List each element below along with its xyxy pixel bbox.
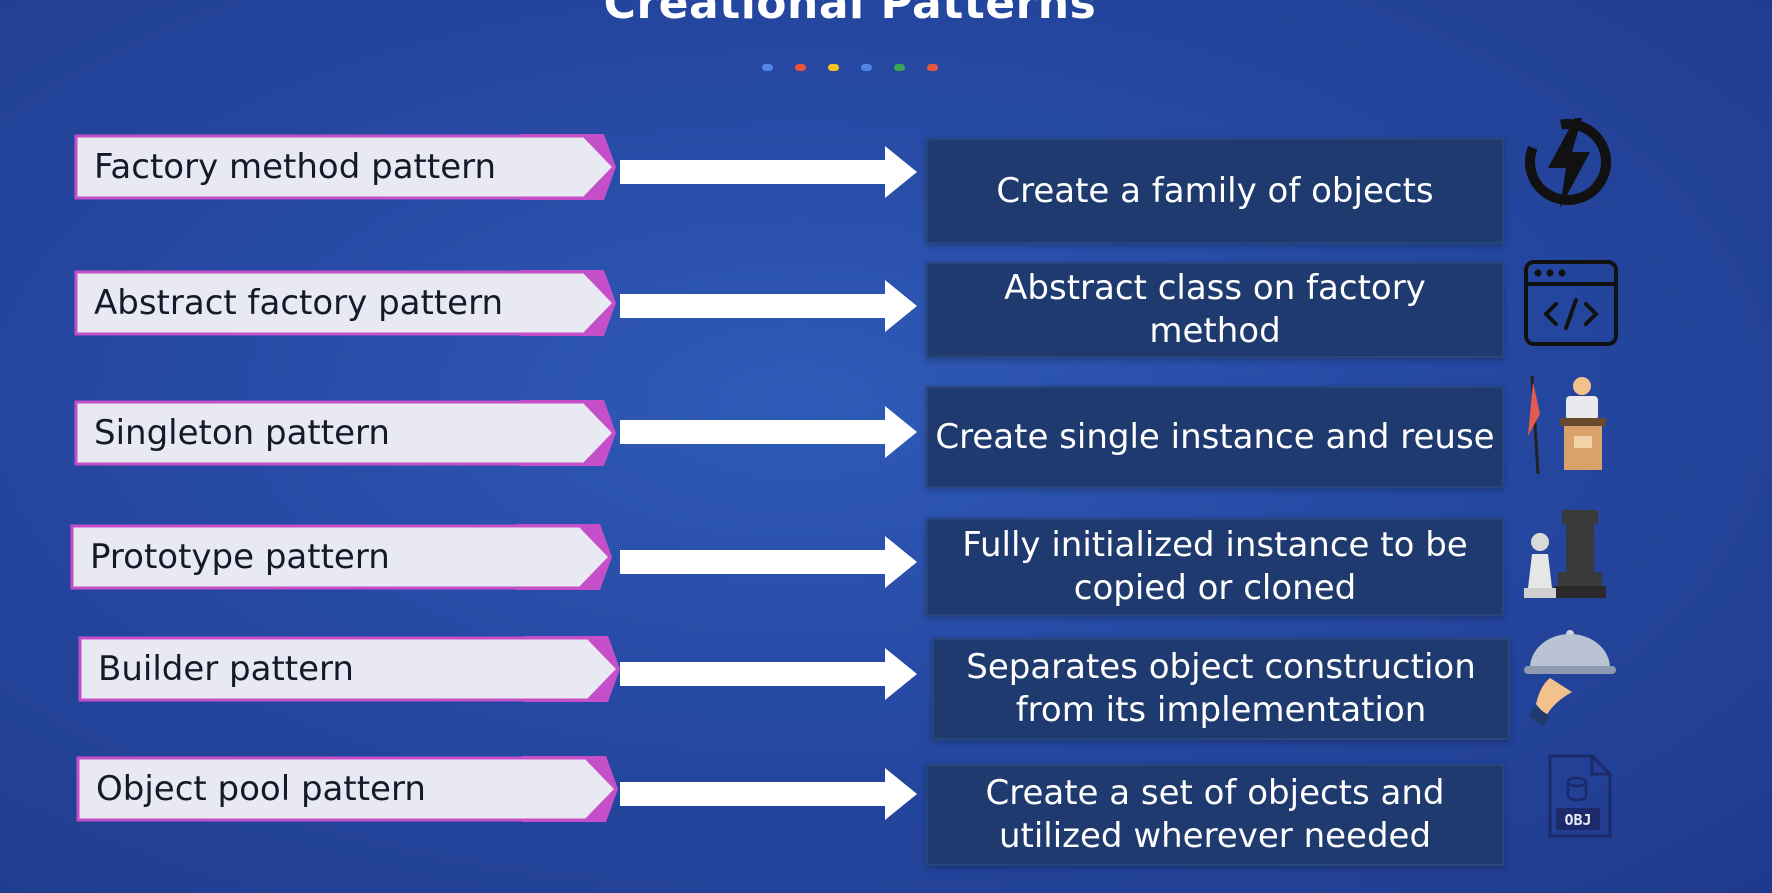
pattern-label: Object pool pattern <box>96 769 426 809</box>
obj-icon-label: OBJ <box>1564 811 1591 829</box>
pattern-chevron: Prototype pattern <box>70 524 612 590</box>
arrow-right-icon <box>620 768 917 820</box>
lightning-icon <box>1525 118 1611 208</box>
description-text: Separates object construction from its i… <box>966 647 1476 730</box>
description-text: Abstract class on factory method <box>1004 268 1426 351</box>
description-box: Create a set of objects and utilized whe… <box>926 764 1504 866</box>
description-text: Create a family of objects <box>996 170 1434 211</box>
obj-file-icon: OBJ <box>1548 754 1612 838</box>
pattern-label: Singleton pattern <box>94 413 390 453</box>
dot <box>795 64 806 71</box>
description-box: Abstract class on factory method <box>926 262 1504 358</box>
dot <box>762 64 773 71</box>
pattern-chevron: Singleton pattern <box>74 400 616 466</box>
description-text: Create single instance and reuse <box>935 416 1495 457</box>
decorative-dots <box>762 64 938 71</box>
pattern-chevron: Abstract factory pattern <box>74 270 616 336</box>
description-box: Create single instance and reuse <box>926 386 1504 488</box>
description-text: Fully initialized instance to be copied … <box>962 525 1468 608</box>
arrow-right-icon <box>620 280 917 332</box>
dot <box>828 64 839 71</box>
pattern-label: Factory method pattern <box>94 147 497 187</box>
arrow-right-icon <box>620 146 917 198</box>
pattern-chevron: Builder pattern <box>78 636 620 702</box>
code-window-icon <box>1524 260 1618 346</box>
dot <box>861 64 872 71</box>
description-box: Fully initialized instance to be copied … <box>926 518 1504 616</box>
page-title: Creational Patterns <box>603 0 1097 29</box>
chevron-shape <box>78 636 620 702</box>
arrow-right-icon <box>620 536 917 588</box>
chevron-shape <box>74 270 616 336</box>
pattern-label: Prototype pattern <box>90 537 390 577</box>
pattern-label: Builder pattern <box>98 649 354 689</box>
chevron-shape <box>76 756 618 822</box>
pattern-chevron: Factory method pattern <box>74 134 616 200</box>
description-box: Separates object construction from its i… <box>932 638 1510 740</box>
chevron-shape <box>70 524 612 590</box>
arrow-right-icon <box>620 406 917 458</box>
chevron-shape <box>74 134 616 200</box>
chevron-shape <box>74 400 616 466</box>
pattern-label: Abstract factory pattern <box>94 283 503 323</box>
description-text: Create a set of objects and utilized whe… <box>985 773 1445 856</box>
dot <box>927 64 938 71</box>
chess-pieces-icon <box>1524 510 1606 598</box>
speaker-podium-icon <box>1528 375 1606 474</box>
serving-cloche-icon <box>1524 630 1616 725</box>
arrow-right-icon <box>620 648 917 700</box>
pattern-chevron: Object pool pattern <box>76 756 618 822</box>
dot <box>894 64 905 71</box>
description-box: Create a family of objects <box>926 138 1504 244</box>
